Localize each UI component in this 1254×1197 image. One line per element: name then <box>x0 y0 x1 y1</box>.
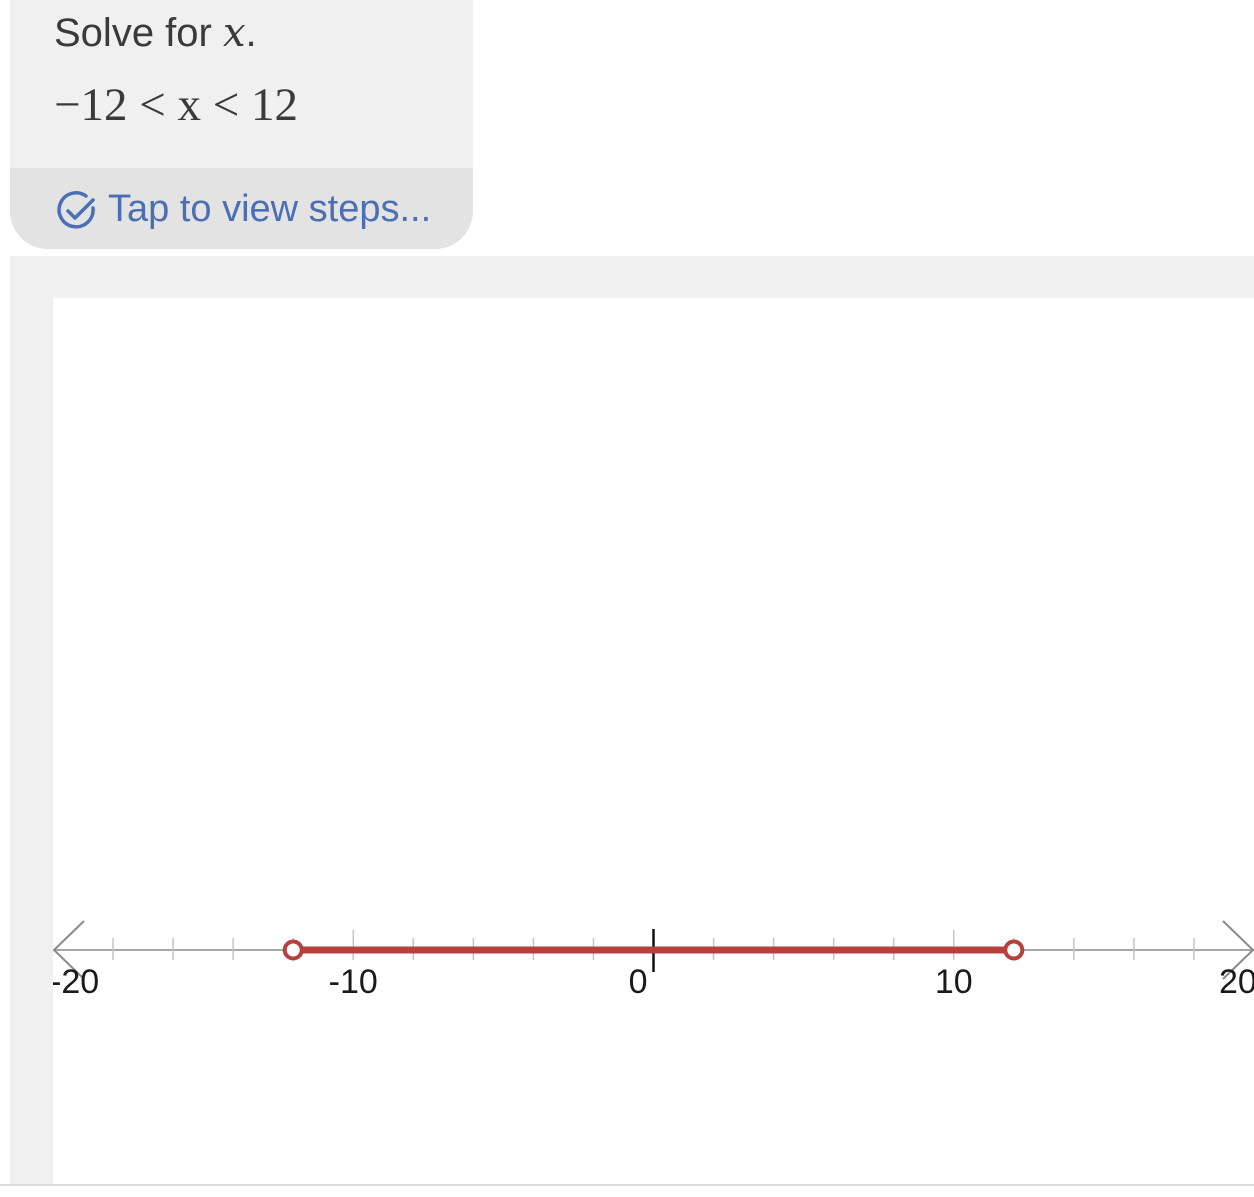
tick-label: 20 <box>1219 963 1254 1001</box>
tick-label: -20 <box>53 963 99 1001</box>
prompt: Solve for x. <box>54 10 257 56</box>
view-steps-button[interactable]: Tap to view steps... <box>10 168 473 249</box>
solution-inequality: −12 < x < 12 <box>54 79 299 131</box>
prompt-text: Solve for <box>54 11 223 55</box>
check-circle-icon <box>57 191 95 229</box>
view-steps-label: Tap to view steps... <box>108 188 432 230</box>
prompt-variable: x <box>222 10 246 56</box>
prompt-punctuation: . <box>245 11 257 55</box>
tick-label: -10 <box>329 963 378 1001</box>
graph-panel: -20 -10 0 10 20 <box>10 256 1254 1184</box>
left-arrow <box>53 920 85 980</box>
tick-label: 0 <box>629 963 648 1001</box>
tick-label: 10 <box>935 963 973 1001</box>
graph-canvas[interactable]: -20 -10 0 10 20 <box>53 298 1254 1184</box>
left-endpoint <box>282 939 304 961</box>
divider <box>0 1184 1254 1186</box>
answer-card: Solve for x. −12 < x < 12 Tap to view st… <box>10 0 473 249</box>
number-line: -20 -10 0 10 20 <box>53 920 1254 1001</box>
right-endpoint <box>1003 939 1025 961</box>
right-arrow <box>1222 920 1254 980</box>
